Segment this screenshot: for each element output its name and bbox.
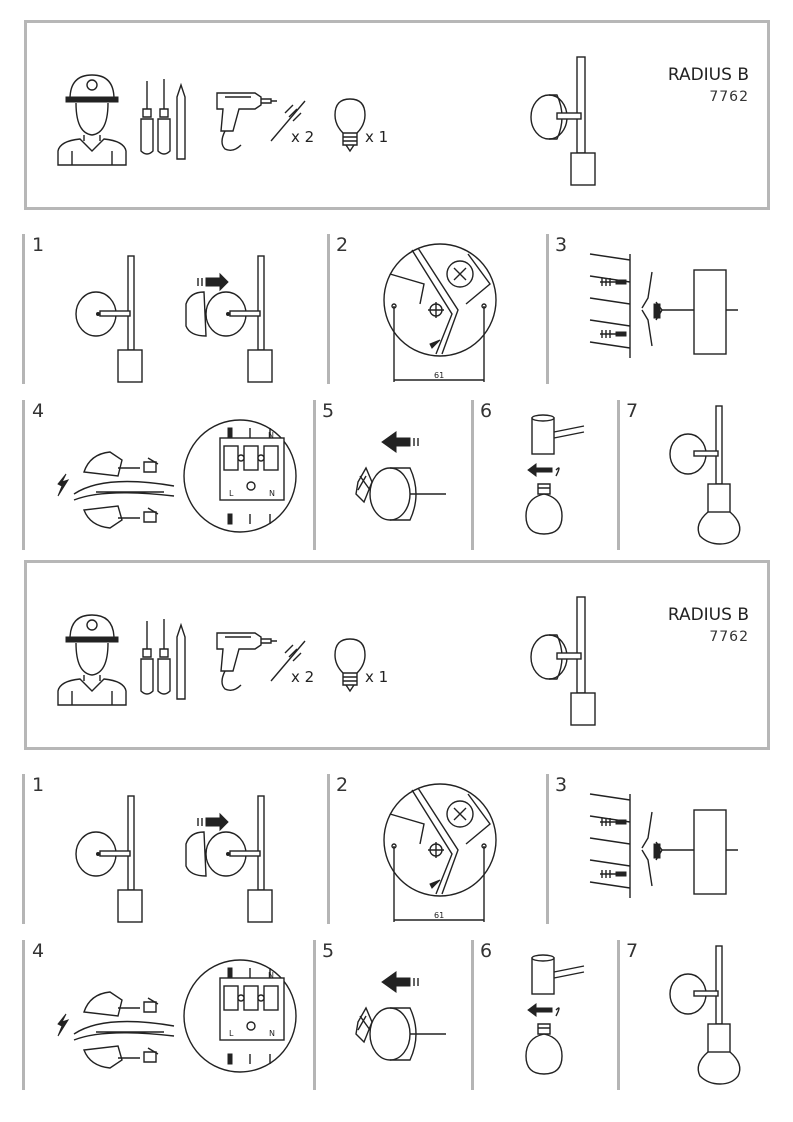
bulb-quantity: x 1 bbox=[365, 668, 389, 686]
step-number: 7 bbox=[626, 400, 639, 422]
terminal-label: N bbox=[269, 489, 275, 498]
product-code: 7762 bbox=[709, 89, 749, 105]
step-number: 6 bbox=[480, 400, 493, 422]
step-2-illustration: 61 bbox=[383, 243, 497, 382]
step-number: 3 bbox=[555, 234, 568, 256]
step-2-illustration: 61 bbox=[383, 783, 497, 922]
step-6-illustration bbox=[525, 954, 585, 1075]
product-name: RADIUS B bbox=[667, 65, 749, 85]
wall-plug-icon bbox=[270, 100, 306, 142]
step-number: 5 bbox=[322, 400, 335, 422]
terminal-label: N bbox=[268, 971, 274, 980]
terminal-label: L bbox=[229, 1029, 234, 1038]
electrician-icon bbox=[57, 614, 127, 706]
step-number: 1 bbox=[32, 774, 45, 796]
lamp-product-icon bbox=[530, 596, 596, 726]
step-1-illustration bbox=[75, 795, 273, 923]
header-box: x 2 x 1 RADIUS B 7762 bbox=[24, 560, 770, 750]
terminal-label: N bbox=[269, 1029, 275, 1038]
screwdriver-icon bbox=[140, 79, 186, 160]
terminal-label: L bbox=[229, 489, 234, 498]
screws-quantity: x 2 bbox=[291, 128, 315, 146]
drill-icon bbox=[216, 632, 277, 692]
terminal-label: N bbox=[268, 431, 274, 440]
drill-icon bbox=[216, 92, 277, 152]
bulb-icon bbox=[334, 638, 366, 693]
step-number: 1 bbox=[32, 234, 45, 256]
bulb-quantity: x 1 bbox=[365, 128, 389, 146]
wall-plug-icon bbox=[270, 640, 306, 682]
instruction-section-1: x 2 x 1 RADIUS B 7762 1 2 3 bbox=[0, 0, 793, 560]
product-code: 7762 bbox=[709, 629, 749, 645]
step-number: 6 bbox=[480, 940, 493, 962]
step-4-illustration: L N L N bbox=[57, 959, 297, 1073]
step-number: 7 bbox=[626, 940, 639, 962]
step-3-illustration bbox=[589, 793, 738, 898]
step-5-illustration bbox=[355, 971, 446, 1061]
electrician-icon bbox=[57, 74, 127, 166]
step-number: 5 bbox=[322, 940, 335, 962]
dimension-label: 61 bbox=[434, 371, 444, 380]
step-7-illustration bbox=[669, 945, 741, 1085]
terminal-label: L bbox=[227, 971, 232, 980]
step-3-illustration bbox=[589, 253, 738, 358]
step-5-illustration bbox=[355, 431, 446, 521]
header-box: x 2 x 1 RADIUS B 7762 bbox=[24, 20, 770, 210]
step-number: 3 bbox=[555, 774, 568, 796]
instruction-section-2: x 2 x 1 RADIUS B 7762 1 2 3 bbox=[0, 540, 793, 1100]
step-6-illustration bbox=[525, 414, 585, 535]
terminal-label: L bbox=[227, 431, 232, 440]
step-7-illustration bbox=[669, 405, 741, 545]
lamp-product-icon bbox=[530, 56, 596, 186]
bulb-icon bbox=[334, 98, 366, 153]
step-4-illustration: L N L N bbox=[57, 419, 297, 533]
screws-quantity: x 2 bbox=[291, 668, 315, 686]
dimension-label: 61 bbox=[434, 911, 444, 920]
screwdriver-icon bbox=[140, 619, 186, 700]
step-number: 2 bbox=[336, 774, 349, 796]
step-number: 4 bbox=[32, 940, 45, 962]
step-1-illustration bbox=[75, 255, 273, 383]
product-name: RADIUS B bbox=[667, 605, 749, 625]
step-number: 2 bbox=[336, 234, 349, 256]
step-number: 4 bbox=[32, 400, 45, 422]
